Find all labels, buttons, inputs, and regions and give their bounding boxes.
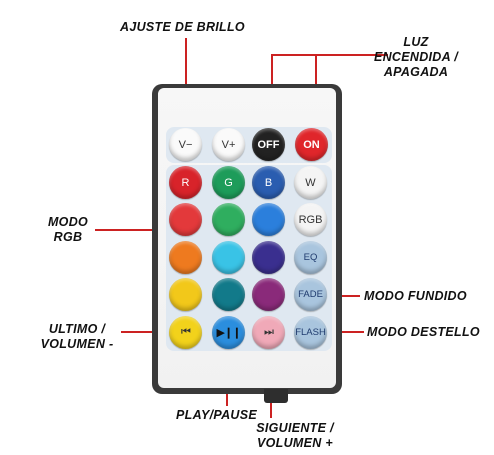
blue-label: B (264, 176, 273, 189)
off-label: OFF (257, 138, 280, 151)
brightness-down-label: V− (178, 138, 193, 151)
label-rgb-line2: RGB (53, 230, 83, 244)
color-button-purple[interactable] (252, 278, 285, 311)
label-fade-mode: MODO FUNDIDO (364, 289, 467, 304)
fade-label: FADE (298, 289, 323, 300)
rgb-label: RGB (298, 213, 323, 226)
color-button-green-2[interactable] (212, 203, 245, 236)
label-next-line2: VOLUMEN + (257, 436, 333, 450)
white-button[interactable]: W (294, 166, 327, 199)
eq-button[interactable]: EQ (294, 241, 327, 274)
red-button[interactable]: R (169, 166, 202, 199)
white-label: W (305, 176, 316, 189)
label-previous: ULTIMO / VOLUMEN - (32, 322, 122, 352)
next-button[interactable]: ⏭ (252, 316, 285, 349)
brightness-down-button[interactable]: V− (169, 128, 202, 161)
fade-button[interactable]: FADE (294, 278, 327, 311)
label-power-line1: LUZ (403, 35, 429, 49)
brightness-up-button[interactable]: V+ (212, 128, 245, 161)
green-label: G (224, 176, 233, 189)
label-power: LUZ ENCENDIDA / APAGADA (364, 35, 468, 80)
color-button-yellow[interactable] (169, 278, 202, 311)
label-previous-line1: ULTIMO / (48, 322, 106, 336)
label-next-line1: SIGUIENTE / (256, 421, 334, 435)
label-power-line2: ENCENDIDA / (373, 50, 459, 64)
label-play-pause: PLAY/PAUSE (176, 408, 257, 423)
label-brightness: AJUSTE DE BRILLO (120, 20, 245, 35)
label-play-text: PLAY/PAUSE (176, 408, 258, 422)
eq-label: EQ (303, 252, 318, 263)
label-rgb-mode: MODO RGB (40, 215, 96, 245)
label-flash-mode: MODO DESTELLO (367, 325, 480, 340)
color-button-indigo[interactable] (252, 241, 285, 274)
remote-cable-connector (264, 389, 288, 403)
color-button-cyan[interactable] (212, 241, 245, 274)
previous-button[interactable]: ⏮ (169, 316, 202, 349)
blue-button[interactable]: B (252, 166, 285, 199)
previous-icon: ⏮ (181, 326, 191, 338)
flash-label: FLASH (295, 327, 326, 338)
flash-button[interactable]: FLASH (294, 316, 327, 349)
play-pause-icon: ▶❙❙ (216, 327, 242, 339)
on-label: ON (303, 138, 320, 151)
on-button[interactable]: ON (295, 128, 328, 161)
color-button-red-2[interactable] (169, 203, 202, 236)
label-flash-text: MODO DESTELLO (367, 325, 480, 339)
label-power-line3: APAGADA (383, 65, 449, 79)
green-button[interactable]: G (212, 166, 245, 199)
color-button-blue-2[interactable] (252, 203, 285, 236)
label-rgb-line1: MODO (47, 215, 89, 229)
color-button-orange[interactable] (169, 241, 202, 274)
play-pause-button[interactable]: ▶❙❙ (212, 316, 245, 349)
label-previous-line2: VOLUMEN - (40, 337, 114, 351)
brightness-up-label: V+ (221, 138, 236, 151)
color-button-teal[interactable] (212, 278, 245, 311)
label-brightness-text: AJUSTE DE BRILLO (120, 20, 245, 34)
rgb-button[interactable]: RGB (294, 203, 327, 236)
label-next: SIGUIENTE / VOLUMEN + (246, 421, 344, 451)
off-button[interactable]: OFF (252, 128, 285, 161)
next-icon: ⏭ (264, 326, 274, 338)
red-label: R (181, 176, 190, 189)
label-fade-text: MODO FUNDIDO (364, 289, 467, 303)
